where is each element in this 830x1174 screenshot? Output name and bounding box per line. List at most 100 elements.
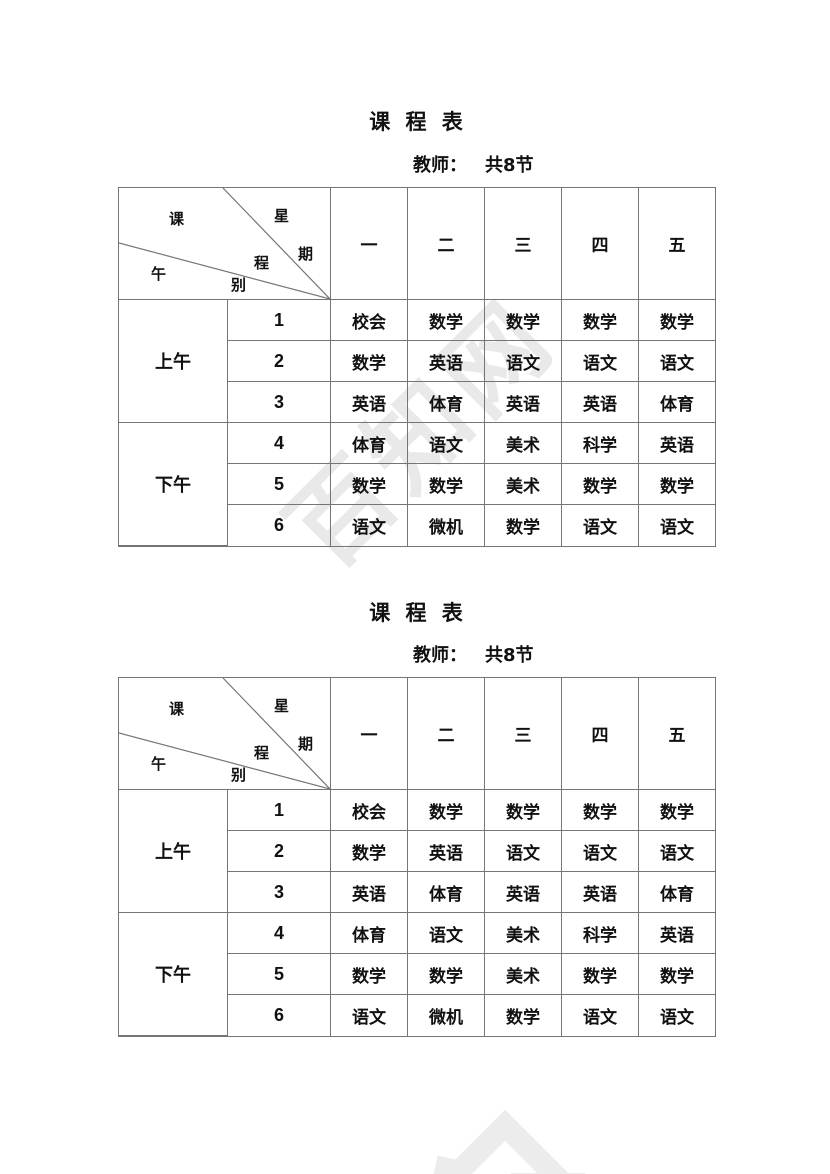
subject-cell: 语文 xyxy=(408,913,485,954)
subject-cell: 美术 xyxy=(485,954,562,995)
subject-cell: 微机 xyxy=(408,505,485,546)
corner-label-session-2: 别 xyxy=(231,766,247,784)
subject-cell: 数学 xyxy=(485,790,562,831)
subject-cell: 语文 xyxy=(331,995,408,1036)
subject-cell: 语文 xyxy=(660,1008,694,1028)
schedule-table-1: 课 程 星 期 午 别 一 二 三 四 五 上午 1 校会 数学 数学 数学 数… xyxy=(118,187,716,547)
subject-cell: 数学 xyxy=(639,954,715,995)
subject-cell: 数学 xyxy=(408,954,485,995)
subject-cell: 英语 xyxy=(408,341,485,382)
corner-label-session-1: 午 xyxy=(151,755,167,773)
period-number: 4 xyxy=(228,913,331,954)
subject-cell: 数学 xyxy=(639,790,715,831)
day-header-thu: 四 xyxy=(562,678,639,790)
corner-label-course-2: 程 xyxy=(254,744,270,762)
subject-cell: 语文 xyxy=(408,423,485,464)
subject-cell: 科学 xyxy=(562,913,639,954)
corner-label-course-1: 课 xyxy=(169,210,185,228)
total-periods-label: 共8节 xyxy=(485,645,534,666)
subject-cell: 数学 xyxy=(485,995,562,1036)
subject-cell: 数学 xyxy=(562,300,639,341)
subject-cell: 英语 xyxy=(639,423,715,464)
teacher-label: 教师： xyxy=(413,155,467,176)
corner-label-course-2: 程 xyxy=(254,254,270,272)
day-header-tue: 二 xyxy=(408,678,485,790)
subject-cell: 数学 xyxy=(562,954,639,995)
period-number: 6 xyxy=(228,995,331,1036)
day-header-wed: 三 xyxy=(485,678,562,790)
period-number: 1 xyxy=(228,790,331,831)
period-number: 2 xyxy=(228,341,331,382)
session-label-afternoon: 下午 xyxy=(119,423,228,546)
corner-label-session-1: 午 xyxy=(151,265,167,283)
subject-cell: 语文 xyxy=(562,995,639,1036)
period-number: 2 xyxy=(228,831,331,872)
subject-cell: 美术 xyxy=(485,913,562,954)
subject-cell: 语文 xyxy=(562,831,639,872)
subject-cell: 数学 xyxy=(408,300,485,341)
subject-cell: 数学 xyxy=(639,300,715,341)
day-header-mon: 一 xyxy=(331,188,408,300)
watermark-logo: 知 xyxy=(360,1109,650,1174)
subject-cell: 语文 xyxy=(639,831,715,872)
schedule-1-title: 课 程 表 xyxy=(369,110,463,134)
schedule-table-2: 课 程 星 期 午 别 一 二 三 四 五 上午 1 校会 数学 数学 数学 数… xyxy=(118,677,716,1037)
diagonal-lines xyxy=(119,678,330,789)
subject-cell: 数学 xyxy=(562,790,639,831)
subject-cell: 英语 xyxy=(408,831,485,872)
subject-cell: 英语 xyxy=(485,872,562,913)
subject-cell: 校会 xyxy=(331,790,408,831)
subject-cell: 美术 xyxy=(485,423,562,464)
day-header-fri: 五 xyxy=(639,188,715,300)
corner-label-week-1: 星 xyxy=(274,207,290,225)
subject-cell: 英语 xyxy=(639,913,715,954)
subject-cell: 语文 xyxy=(485,341,562,382)
subject-cell: 体育 xyxy=(408,872,485,913)
subject-cell: 数学 xyxy=(562,464,639,505)
day-header-fri: 五 xyxy=(639,678,715,790)
period-number: 1 xyxy=(228,300,331,341)
diagonal-header-cell: 课 程 星 期 午 别 xyxy=(119,678,331,790)
period-number: 4 xyxy=(228,423,331,464)
subject-cell: 语文 xyxy=(485,831,562,872)
period-number: 3 xyxy=(228,872,331,913)
corner-label-week-2: 期 xyxy=(298,735,314,753)
subject-cell: 数学 xyxy=(485,505,562,546)
subject-cell: 体育 xyxy=(331,913,408,954)
subject-cell: 体育 xyxy=(408,382,485,423)
subject-cell: 数学 xyxy=(485,300,562,341)
subject-cell: 美术 xyxy=(485,464,562,505)
period-number: 5 xyxy=(228,464,331,505)
subject-cell: 语文 xyxy=(639,341,715,382)
subject-cell: 英语 xyxy=(562,382,639,423)
subject-cell: 数学 xyxy=(408,790,485,831)
subject-cell: 科学 xyxy=(562,423,639,464)
subject-cell: 数学 xyxy=(331,341,408,382)
diagonal-header-cell: 课 程 星 期 午 别 xyxy=(119,188,331,300)
corner-label-course-1: 课 xyxy=(169,700,185,718)
schedule-2-subtitle: 教师： 共8节 xyxy=(413,641,534,667)
subject-cell: 英语 xyxy=(331,872,408,913)
day-header-mon: 一 xyxy=(331,678,408,790)
corner-label-week-1: 星 xyxy=(274,697,290,715)
subject-cell: 语文 xyxy=(562,341,639,382)
corner-label-session-2: 别 xyxy=(231,276,247,294)
diagonal-lines xyxy=(119,188,330,299)
day-header-tue: 二 xyxy=(408,188,485,300)
subject-cell: 数学 xyxy=(408,464,485,505)
subject-cell: 微机 xyxy=(408,995,485,1036)
subject-cell: 语文 xyxy=(562,505,639,546)
day-header-thu: 四 xyxy=(562,188,639,300)
watermark-logo-glyph: 知 xyxy=(410,1143,600,1174)
subject-cell: 英语 xyxy=(485,382,562,423)
subject-cell: 体育 xyxy=(639,872,715,913)
total-periods-label: 共8节 xyxy=(485,155,534,176)
subject-cell: 英语 xyxy=(331,382,408,423)
subject-cell: 数学 xyxy=(639,464,715,505)
period-number: 3 xyxy=(228,382,331,423)
period-number: 5 xyxy=(228,954,331,995)
schedule-2-title: 课 程 表 xyxy=(369,601,463,625)
teacher-label: 教师： xyxy=(413,645,467,666)
session-label-morning: 上午 xyxy=(119,790,228,913)
